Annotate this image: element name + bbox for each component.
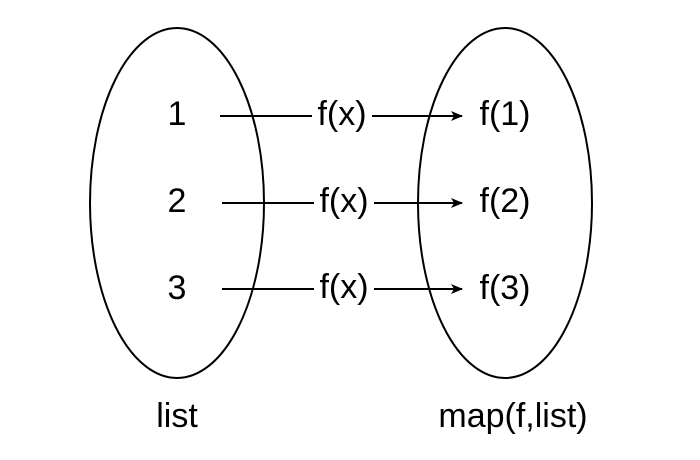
arrow-3-label: f(x) [319, 268, 368, 306]
right-item-1: f(1) [480, 95, 531, 133]
left-set-label: list [156, 397, 198, 435]
right-set-label: map(f,list) [438, 397, 587, 435]
left-item-2: 2 [168, 182, 187, 220]
arrow-1-label: f(x) [317, 95, 366, 133]
right-item-2: f(2) [480, 182, 531, 220]
left-item-3: 3 [168, 269, 187, 307]
right-item-3: f(3) [480, 269, 531, 307]
arrow-2-label: f(x) [319, 182, 368, 220]
left-item-1: 1 [168, 95, 187, 133]
